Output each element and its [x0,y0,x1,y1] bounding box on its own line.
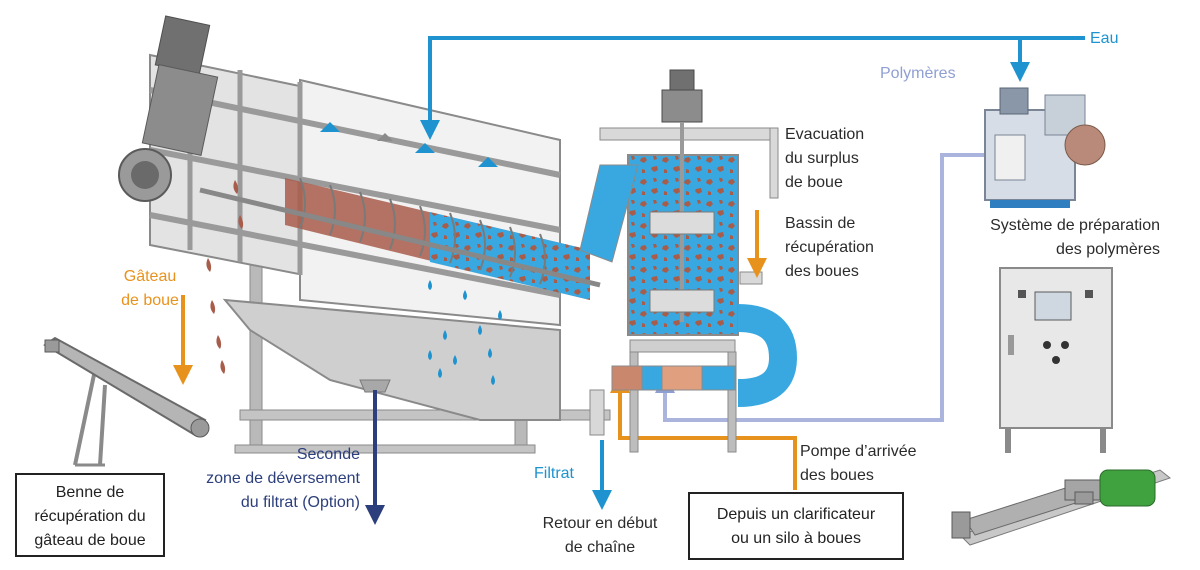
label-seconde-zone: Seconde zone de déversement du filtrat (… [170,443,360,515]
label-evacuation: Evacuation du surplus de boue [785,123,864,195]
polymer-line [655,153,990,422]
depuis-box: Depuis un clarificateur ou un silo à bou… [688,492,904,560]
label-retour-line-2: de chaîne [564,539,636,556]
sludge-feed-line [610,373,797,490]
benne-line-2: récupération du [34,508,146,525]
benne-line-3: gâteau de boue [34,532,146,549]
label-seconde-zone-line-3: du filtrat (Option) [240,494,360,511]
label-retour-line-1: Retour en début [542,515,658,532]
label-gateau: Gâteau de boue [100,265,200,313]
flocculation-tank [579,69,798,453]
label-bassin-line-2: récupération [785,239,874,256]
label-bassin-line-1: Bassin de [785,215,856,232]
screw-press [118,15,611,454]
benne-line-1: Benne de [55,484,125,501]
label-gateau-line-1: Gâteau [123,268,177,285]
label-polymeres: Polymères [880,65,956,82]
label-pompe-line-2: des boues [800,467,874,484]
polymer-prep-unit [984,87,1106,208]
label-systeme-line-1: Système de préparation [990,217,1160,234]
label-evacuation-line-3: de boue [785,174,843,191]
depuis-line-2: ou un silo à boues [731,530,861,547]
label-eau: Eau [1090,30,1119,47]
label-pompe: Pompe d’arrivée des boues [800,440,917,488]
control-cabinet-icon [999,267,1113,453]
water-line [420,36,1085,140]
benne-box: Benne de récupération du gâteau de boue [15,473,165,557]
label-seconde-zone-line-2: zone de déversement [206,470,360,487]
screw-conveyor-icon [43,336,210,467]
label-retour: Retour en début de chaîne [525,512,675,560]
label-bassin-line-3: des boues [785,263,859,280]
label-pompe-line-1: Pompe d’arrivée [800,443,917,460]
label-gateau-line-2: de boue [121,292,179,309]
label-filtrat: Filtrat [534,465,574,482]
label-seconde-zone-line-1: Seconde [296,446,360,463]
label-systeme-line-2: des polymères [1055,241,1160,258]
label-bassin: Bassin de récupération des boues [785,212,874,284]
progressive-cavity-pump-icon [951,469,1172,546]
label-systeme: Système de préparation des polymères [950,214,1160,262]
depuis-line-1: Depuis un clarificateur [716,506,876,523]
label-evacuation-line-1: Evacuation [785,126,865,143]
label-evacuation-line-2: du surplus [785,150,859,167]
